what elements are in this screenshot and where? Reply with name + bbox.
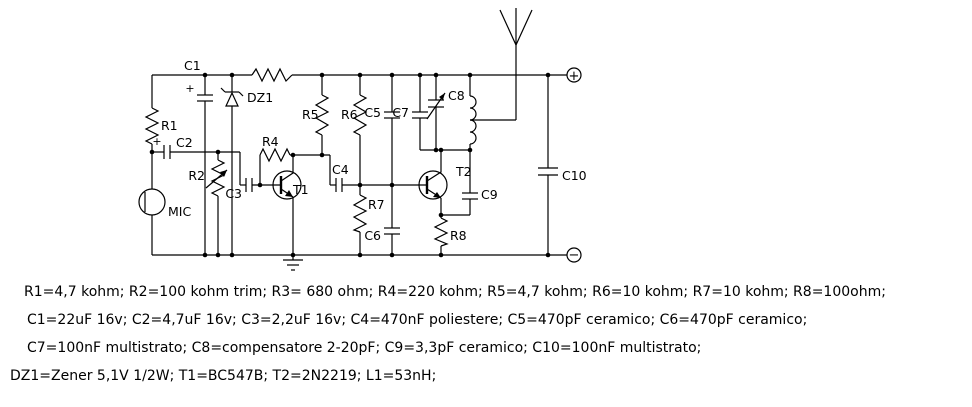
mic-label: MIC <box>168 204 191 219</box>
resistor-r7 <box>352 185 368 255</box>
c9-label: C9 <box>481 187 498 202</box>
r4-label: R4 <box>262 134 279 149</box>
resistor-r5 <box>314 75 330 155</box>
r5-label: R5 <box>302 107 319 122</box>
minus-terminal-sign: − <box>569 248 580 263</box>
t2-label: T2 <box>455 164 472 179</box>
r2-label: R2 <box>188 168 205 183</box>
capacitor-c1 <box>197 75 213 255</box>
capacitor-c9 <box>441 150 478 216</box>
plus-terminal <box>548 67 582 83</box>
trimmer-r2 <box>205 152 228 255</box>
c2-label: C2 <box>176 135 193 150</box>
resistor-r3 <box>251 67 293 83</box>
resistor-r8 <box>433 215 449 255</box>
c1-label: C1 <box>184 58 201 73</box>
r1-label: R1 <box>161 118 178 133</box>
c5-label: C5 <box>364 105 381 120</box>
c10-label: C10 <box>562 168 587 183</box>
parts-line-capacitors-2: C7=100nF multistrato; C8=compensatore 2-… <box>27 340 702 356</box>
parts-line-semiconductors: DZ1=Zener 5,1V 1/2W; T1=BC547B; T2=2N221… <box>10 368 437 384</box>
capacitor-c6 <box>384 185 400 255</box>
collector-node-wires <box>293 154 336 186</box>
dz1-label: DZ1 <box>247 90 273 105</box>
c4-label: C4 <box>332 162 349 177</box>
inductor-l1 <box>469 75 477 150</box>
r8-label: R8 <box>450 228 467 243</box>
capacitor-c4 <box>335 178 427 192</box>
t1-label: T1 <box>292 182 309 197</box>
power-rails <box>152 74 548 256</box>
junction-dots <box>149 72 551 258</box>
antenna-symbol <box>470 8 533 121</box>
r6-label: R6 <box>341 107 358 122</box>
c8-label: C8 <box>448 88 465 103</box>
microphone-symbol <box>138 188 166 255</box>
parts-line-capacitors-1: C1=22uF 16v; C2=4,7uF 16v; C3=2,2uF 16v;… <box>27 312 808 328</box>
minus-terminal <box>548 247 582 263</box>
transistor-t1 <box>272 155 302 255</box>
trimmer-capacitor-c8 <box>426 75 446 150</box>
zener-dz1 <box>220 75 244 255</box>
capacitor-c3 <box>218 151 281 192</box>
c3-label: C3 <box>225 186 242 201</box>
capacitor-c2 <box>152 145 218 159</box>
c2-polarity-sign: + <box>152 135 161 148</box>
capacitor-c5 <box>384 75 400 185</box>
resistor-r6 <box>352 75 368 185</box>
parts-list: R1=4,7 kohm; R2=100 kohm trim; R3= 680 o… <box>0 278 972 390</box>
c7-label: C7 <box>392 105 409 120</box>
capacitor-c7 <box>412 75 428 150</box>
c1-polarity-sign: + <box>185 82 194 95</box>
circuit-schematic: C1 + DZ1 R1 C2 + R2 C3 MIC R4 T1 R5 R6 C… <box>138 8 587 271</box>
resistor-r1 <box>144 75 160 189</box>
transistor-t2 <box>418 150 448 215</box>
plus-terminal-sign: + <box>569 69 580 84</box>
parts-line-resistors: R1=4,7 kohm; R2=100 kohm trim; R3= 680 o… <box>24 284 886 300</box>
resistor-r4 <box>259 147 293 185</box>
r7-label: R7 <box>368 197 385 212</box>
c6-label: C6 <box>364 228 381 243</box>
capacitor-c10 <box>538 75 558 255</box>
